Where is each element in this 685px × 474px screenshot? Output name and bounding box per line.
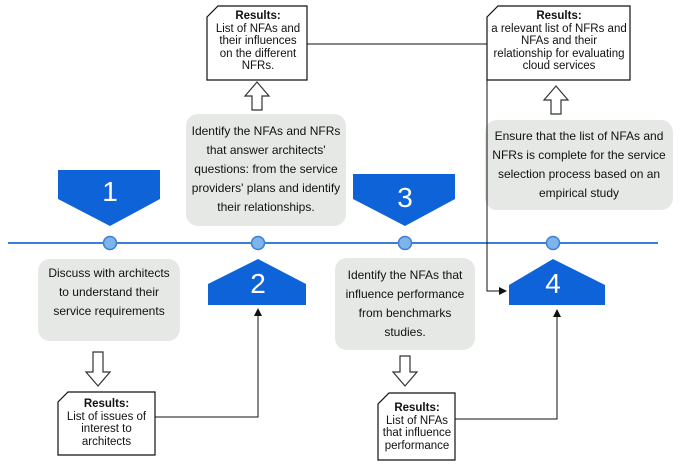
results-note-3 <box>377 392 456 461</box>
results-1: Results: List of issues of interest to a… <box>60 398 153 448</box>
step-text-1: Discuss with architects to understand th… <box>48 266 170 318</box>
results-title-4: Results: <box>536 10 582 22</box>
step-marker-2 <box>208 259 306 305</box>
results-title-1: Results: <box>83 398 130 410</box>
step-number-4: 4 <box>545 268 561 299</box>
step-text-4: Ensure that the list of NFAs and NFRs is… <box>492 129 666 200</box>
step-box-3 <box>335 258 475 350</box>
step-text-3: Identify the NFAs that influence perform… <box>345 268 465 339</box>
step-marker-1 <box>58 170 160 226</box>
hollow-arrow-2 <box>243 81 271 111</box>
hollow-arrow-4 <box>542 85 570 115</box>
results-text-2: List of NFAs and their influences on the… <box>215 22 301 73</box>
step-box-1 <box>38 259 180 341</box>
results-note-4 <box>486 5 631 81</box>
timeline-node-2 <box>250 235 266 251</box>
hollow-arrow-3 <box>391 355 419 387</box>
step-box-2 <box>186 114 346 226</box>
connector-results2-to-step4 <box>307 43 507 295</box>
results-title-3: Results: <box>394 402 440 414</box>
results-note-2 <box>206 5 308 81</box>
step-text-2: Identify the NFAs and NFRs that answer a… <box>191 124 341 214</box>
timeline-node-1 <box>102 235 118 251</box>
connector-results1-to-step2 <box>155 308 262 418</box>
step-marker-4 <box>509 259 605 305</box>
results-text-1: List of issues of interest to architects <box>66 410 147 448</box>
timeline-node-3 <box>397 235 413 251</box>
connector-results3-to-step4 <box>455 309 561 420</box>
step-box-4 <box>485 120 673 210</box>
step-number-1: 1 <box>102 176 118 207</box>
results-title-2: Results: <box>235 10 281 22</box>
step-marker-3 <box>353 174 455 226</box>
results-3: Results: List of NFAs that influence per… <box>381 402 453 452</box>
step-number-3: 3 <box>397 182 413 213</box>
timeline-node-4 <box>545 235 561 251</box>
results-2: Results: List of NFAs and their influenc… <box>212 10 304 73</box>
results-text-4: a relevant list of NFRs and NFAs and the… <box>491 22 627 73</box>
results-note-1 <box>57 391 156 456</box>
results-text-3: List of NFAs that influence performance <box>382 414 452 452</box>
results-4: Results: a relevant list of NFRs and NFA… <box>490 10 628 73</box>
step-number-2: 2 <box>250 268 266 299</box>
hollow-arrow-1 <box>84 351 112 387</box>
